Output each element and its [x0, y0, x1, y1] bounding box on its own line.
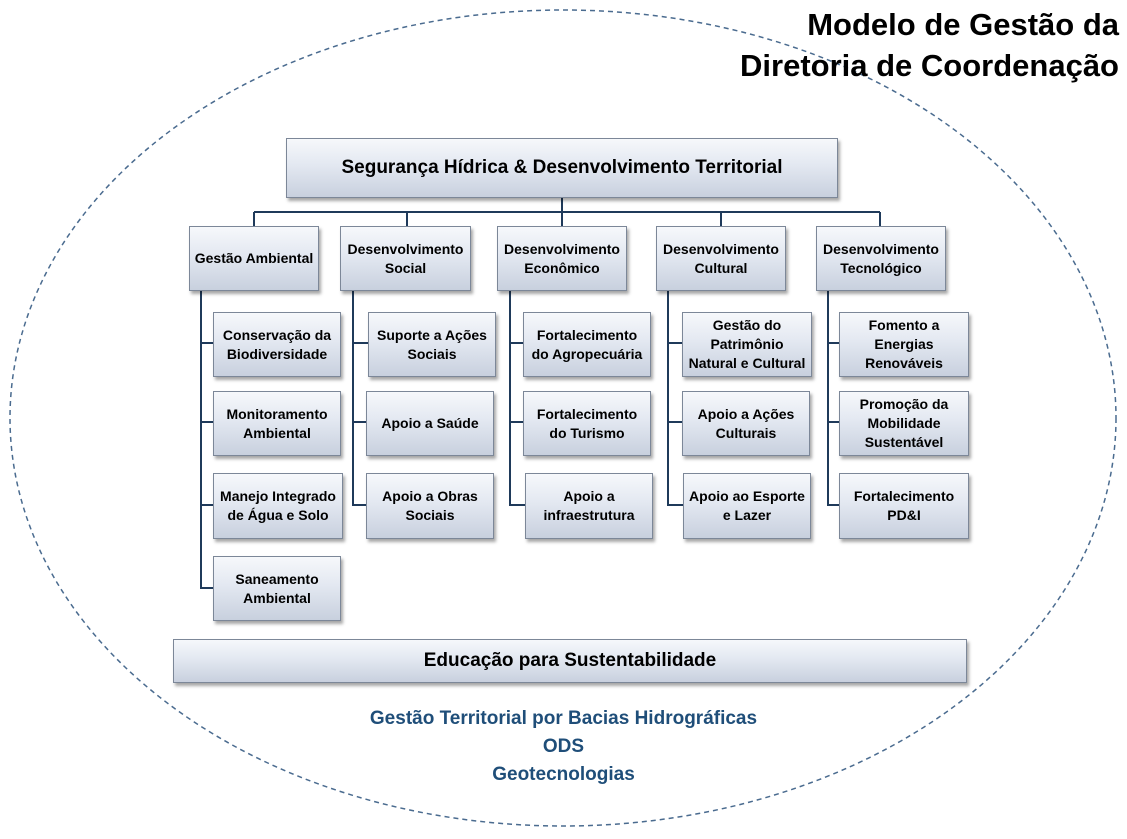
- pillar-node: Desenvolvimento Econômico: [497, 226, 627, 291]
- action-node: Monitoramento Ambiental: [213, 391, 341, 456]
- action-node: Suporte a Ações Sociais: [368, 312, 496, 377]
- pillar-node: Desenvolvimento Cultural: [656, 226, 786, 291]
- root-node: Segurança Hídrica & Desenvolvimento Terr…: [286, 138, 838, 198]
- action-node: Apoio ao Esporte e Lazer: [683, 473, 811, 539]
- footer-line: Gestão Territorial por Bacias Hidrográfi…: [369, 708, 758, 729]
- action-node: Gestão do Patrimônio Natural e Cultural: [682, 312, 812, 377]
- action-node: Promoção da Mobilidade Sustentável: [839, 391, 969, 456]
- action-node: Apoio a Obras Sociais: [366, 473, 494, 539]
- action-node: Fortalecimento PD&I: [839, 473, 969, 539]
- footer-line: Geotecnologias: [492, 764, 635, 785]
- footer-line: ODS: [542, 736, 585, 757]
- action-node: Saneamento Ambiental: [213, 556, 341, 621]
- title-line: Modelo de Gestão da: [807, 7, 1119, 42]
- pillar-node: Desenvolvimento Tecnológico: [816, 226, 946, 291]
- footer-notes: Gestão Territorial por Bacias Hidrográfi…: [0, 705, 1127, 789]
- action-node: Fortalecimento do Turismo: [523, 391, 651, 456]
- action-node: Apoio a infraestrutura: [525, 473, 653, 539]
- title-line: Diretoria de Coordenação: [740, 48, 1119, 83]
- action-node: Fortalecimento do Agropecuária: [523, 312, 651, 377]
- action-node: Manejo Integrado de Água e Solo: [213, 473, 343, 539]
- action-node: Fomento a Energias Renováveis: [839, 312, 969, 377]
- pillar-node: Gestão Ambiental: [189, 226, 319, 291]
- action-node: Apoio a Ações Culturais: [682, 391, 810, 456]
- pillar-node: Desenvolvimento Social: [340, 226, 471, 291]
- base-node: Educação para Sustentabilidade: [173, 639, 967, 683]
- action-node: Conservação da Biodiversidade: [213, 312, 341, 377]
- diagram-title: Modelo de Gestão da Diretoria de Coorden…: [699, 4, 1119, 86]
- boundary-ellipse: [9, 9, 1117, 827]
- action-node: Apoio a Saúde: [366, 391, 494, 456]
